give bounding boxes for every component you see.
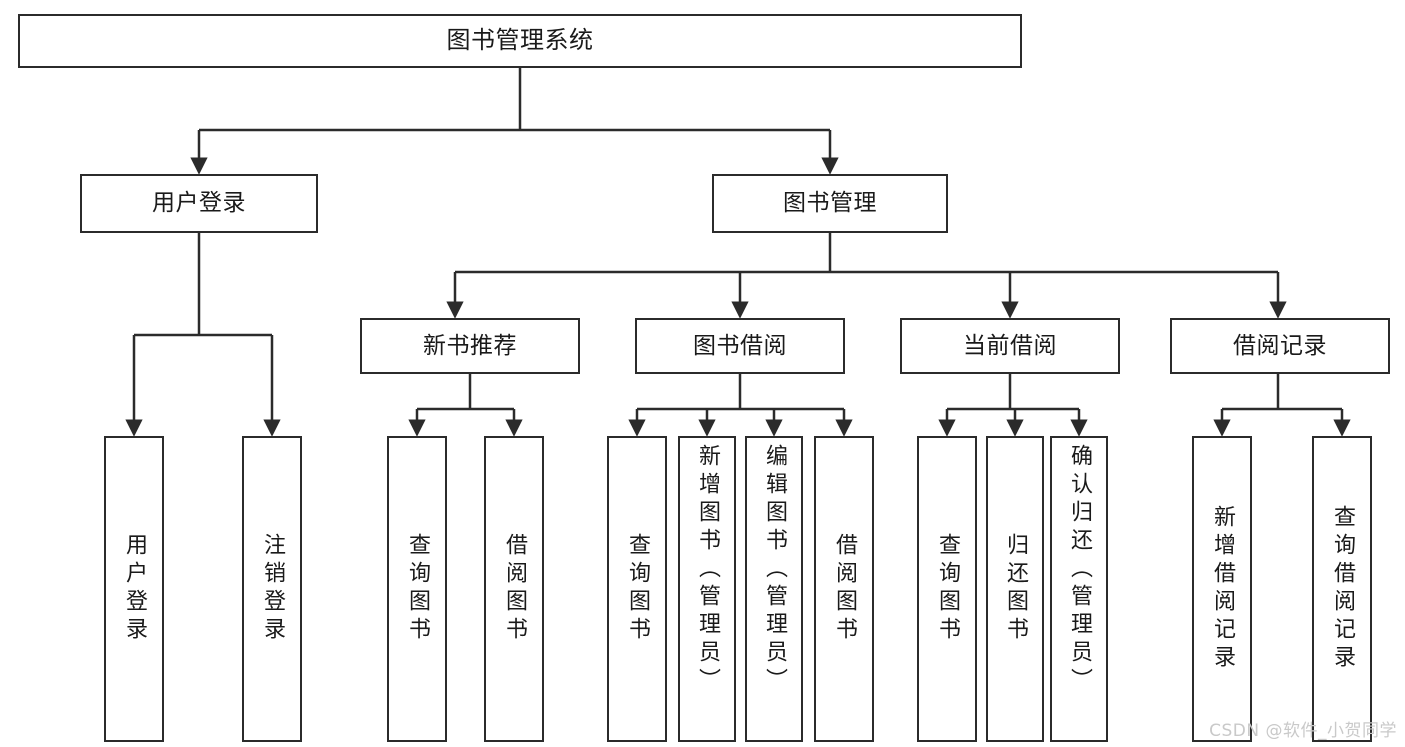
node-leaf-add-book[interactable]: 新增图书（管理员） — [678, 436, 736, 742]
node-borrow-record[interactable]: 借阅记录 — [1170, 318, 1390, 374]
node-book-borrow-label: 图书借阅 — [693, 332, 787, 359]
csdn-watermark: CSDN @软件_小贺同学 — [1209, 721, 1397, 741]
node-leaf-logout-label: 注销登录 — [260, 533, 285, 645]
node-new-book-recommend-label: 新书推荐 — [423, 332, 517, 359]
node-leaf-return-book-label: 归还图书 — [1003, 533, 1028, 645]
node-leaf-confirm-return[interactable]: 确认归还（管理员） — [1050, 436, 1108, 742]
node-leaf-confirm-return-label: 确认归还（管理员） — [1067, 444, 1092, 696]
node-leaf-add-record-label: 新增借阅记录 — [1210, 505, 1235, 673]
node-leaf-query-book-2-label: 查询图书 — [625, 533, 650, 645]
node-user-login[interactable]: 用户登录 — [80, 174, 318, 233]
node-leaf-borrow-book-2-label: 借阅图书 — [832, 533, 857, 645]
node-leaf-logout[interactable]: 注销登录 — [242, 436, 302, 742]
node-leaf-query-book-3-label: 查询图书 — [935, 533, 960, 645]
node-leaf-add-record[interactable]: 新增借阅记录 — [1192, 436, 1252, 742]
node-leaf-edit-book-label: 编辑图书（管理员） — [762, 444, 787, 696]
node-leaf-query-record-label: 查询借阅记录 — [1330, 505, 1355, 673]
node-root[interactable]: 图书管理系统 — [18, 14, 1022, 68]
node-current-borrow[interactable]: 当前借阅 — [900, 318, 1120, 374]
node-leaf-query-record[interactable]: 查询借阅记录 — [1312, 436, 1372, 742]
node-book-manage-label: 图书管理 — [783, 190, 877, 217]
node-leaf-query-book-1[interactable]: 查询图书 — [387, 436, 447, 742]
node-root-label: 图书管理系统 — [446, 26, 594, 55]
node-leaf-borrow-book-2[interactable]: 借阅图书 — [814, 436, 874, 742]
node-leaf-query-book-2[interactable]: 查询图书 — [607, 436, 667, 742]
node-leaf-add-book-label: 新增图书（管理员） — [695, 444, 720, 696]
node-leaf-user-login[interactable]: 用户登录 — [104, 436, 164, 742]
node-user-login-label: 用户登录 — [152, 190, 246, 217]
node-book-manage[interactable]: 图书管理 — [712, 174, 948, 233]
node-current-borrow-label: 当前借阅 — [963, 332, 1057, 359]
node-leaf-return-book[interactable]: 归还图书 — [986, 436, 1044, 742]
node-leaf-borrow-book-1-label: 借阅图书 — [502, 533, 527, 645]
node-book-borrow[interactable]: 图书借阅 — [635, 318, 845, 374]
node-leaf-edit-book[interactable]: 编辑图书（管理员） — [745, 436, 803, 742]
node-leaf-query-book-1-label: 查询图书 — [405, 533, 430, 645]
node-leaf-borrow-book-1[interactable]: 借阅图书 — [484, 436, 544, 742]
node-new-book-recommend[interactable]: 新书推荐 — [360, 318, 580, 374]
node-borrow-record-label: 借阅记录 — [1233, 332, 1327, 359]
node-leaf-query-book-3[interactable]: 查询图书 — [917, 436, 977, 742]
node-leaf-user-login-label: 用户登录 — [122, 533, 147, 645]
